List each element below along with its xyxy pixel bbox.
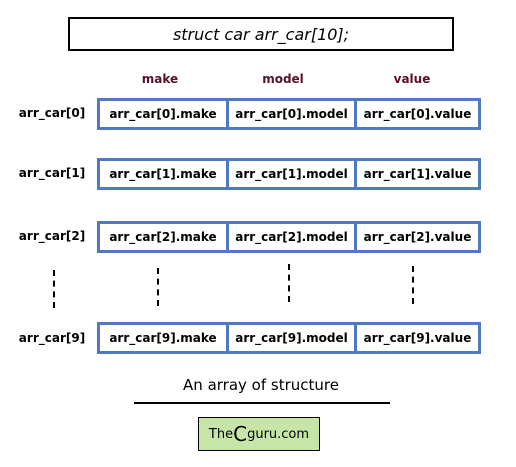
cell-make: arr_car[0].make bbox=[109, 107, 217, 121]
column-header-make: make bbox=[141, 72, 179, 86]
column-header-value: value bbox=[393, 72, 431, 86]
logo-suffix: guru.com bbox=[247, 426, 310, 442]
cell-value: arr_car[0].value bbox=[354, 101, 478, 127]
ellipsis-dash-label bbox=[53, 270, 55, 308]
cell-value: arr_car[1].value bbox=[354, 161, 478, 187]
cell-value: arr_car[2].value bbox=[354, 224, 478, 250]
cell-make: arr_car[2].make bbox=[109, 230, 217, 244]
cell-make: arr_car[9].make bbox=[109, 331, 217, 345]
row-label-2: arr_car[2] bbox=[18, 229, 86, 243]
cell-model: arr_car[9].model bbox=[226, 325, 354, 351]
row-label-9: arr_car[9] bbox=[18, 331, 86, 345]
cell-value: arr_car[9].value bbox=[354, 325, 478, 351]
declaration-box: struct car arr_car[10]; bbox=[68, 17, 454, 51]
ellipsis-dash-model bbox=[288, 264, 290, 302]
row-label-1: arr_car[1] bbox=[18, 166, 86, 180]
column-header-model: model bbox=[262, 72, 304, 86]
struct-row-0: arr_car[0].make arr_car[0].model arr_car… bbox=[97, 98, 481, 130]
caption-underline bbox=[134, 402, 390, 404]
cell-model: arr_car[2].model bbox=[226, 224, 354, 250]
logo-prefix: The bbox=[208, 426, 234, 442]
ellipsis-dash-value bbox=[412, 266, 414, 304]
struct-row-1: arr_car[1].make arr_car[1].model arr_car… bbox=[97, 158, 481, 190]
struct-row-2: arr_car[2].make arr_car[2].model arr_car… bbox=[97, 221, 481, 253]
logo-big-letter: C bbox=[233, 422, 248, 446]
ellipsis-dash-make bbox=[157, 268, 159, 306]
cell-model: arr_car[1].model bbox=[226, 161, 354, 187]
cell-model: arr_car[0].model bbox=[226, 101, 354, 127]
row-label-0: arr_car[0] bbox=[18, 106, 86, 120]
struct-row-9: arr_car[9].make arr_car[9].model arr_car… bbox=[97, 322, 481, 354]
diagram-caption: An array of structure bbox=[183, 376, 339, 394]
cell-make: arr_car[1].make bbox=[109, 167, 217, 181]
declaration-text: struct car arr_car[10]; bbox=[172, 24, 350, 44]
